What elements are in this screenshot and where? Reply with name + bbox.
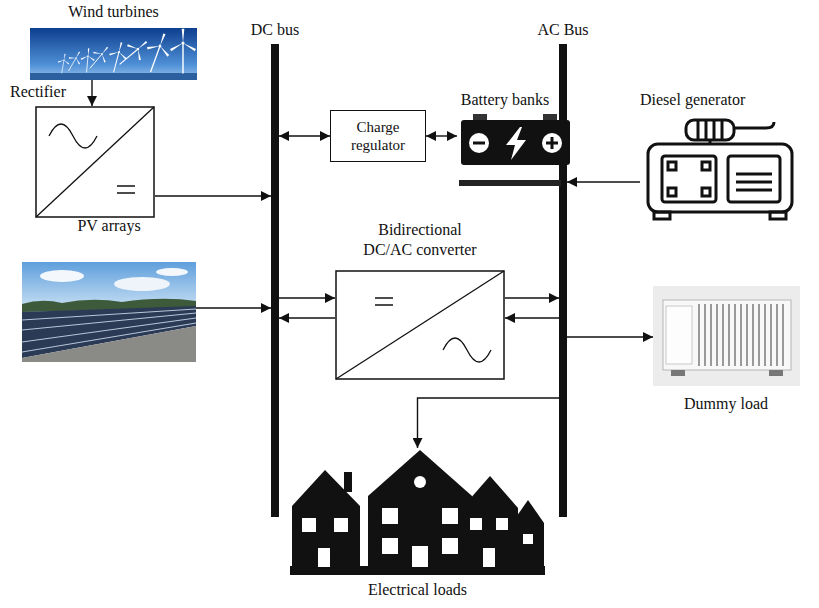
node-label: Rectifier: [10, 82, 120, 102]
node-label: Diesel generator: [640, 90, 804, 110]
flow-arrow: [155, 195, 271, 196]
illustration: [559, 44, 567, 517]
flow-arrow: [91, 80, 92, 106]
dummy-load-photo: [653, 286, 800, 386]
flow-arrow: [418, 398, 560, 448]
illustration: [640, 116, 800, 223]
illustration: [35, 106, 155, 218]
flow-arrow: [279, 297, 335, 298]
flow-arrow: [505, 317, 559, 318]
pv-arrays: PV arrays: [22, 216, 196, 362]
flow-arrow: [426, 135, 457, 136]
illustration: [22, 262, 196, 362]
node-label: Electrical loads: [285, 580, 550, 600]
diesel-generator-icon: [640, 116, 800, 223]
illustration: [271, 44, 279, 517]
flow-arrow: [567, 181, 640, 182]
node-label: AC Bus: [528, 20, 598, 40]
node-label: Battery banks: [455, 90, 555, 110]
dc-bus: DC bus: [240, 20, 310, 517]
illustration: [457, 112, 574, 187]
node-label: Charge regulator: [331, 115, 425, 157]
pv-array-photo: [22, 262, 196, 362]
illustration: [335, 270, 505, 380]
charge-regulator: Charge regulator: [330, 110, 426, 162]
bus-bar: [271, 44, 279, 517]
battery-bank: Battery banks: [455, 90, 577, 190]
bus-bar: [559, 44, 567, 517]
flow-arrow: [279, 317, 335, 318]
node-label: Dummy load: [645, 394, 807, 414]
dc-ac-converter: Bidirectional DC/AC converter: [330, 220, 510, 382]
electrical-loads: Electrical loads: [285, 448, 550, 604]
wind-turbine-photo: [30, 28, 197, 80]
node-label: Bidirectional DC/AC converter: [357, 220, 483, 260]
rectifier: Rectifier: [8, 82, 158, 218]
wind-turbines: Wind turbines: [30, 2, 197, 82]
battery-icon: [457, 112, 574, 187]
illustration: [30, 28, 197, 80]
flow-arrow: [279, 135, 330, 136]
flow-arrow: [505, 297, 559, 298]
illustration: [290, 448, 545, 575]
converter-symbol: [335, 270, 505, 380]
dummy-load: Dummy load: [645, 286, 807, 418]
flow-arrow: [196, 307, 271, 308]
illustration: [653, 286, 800, 386]
rectifier-symbol: [35, 106, 155, 218]
node-label: DC bus: [240, 20, 310, 40]
node-label: PV arrays: [22, 216, 196, 236]
houses-silhouette: [290, 448, 545, 575]
flow-arrow: [567, 336, 653, 337]
node-label: Wind turbines: [30, 2, 197, 22]
diesel-generator: Diesel generator: [636, 90, 804, 230]
